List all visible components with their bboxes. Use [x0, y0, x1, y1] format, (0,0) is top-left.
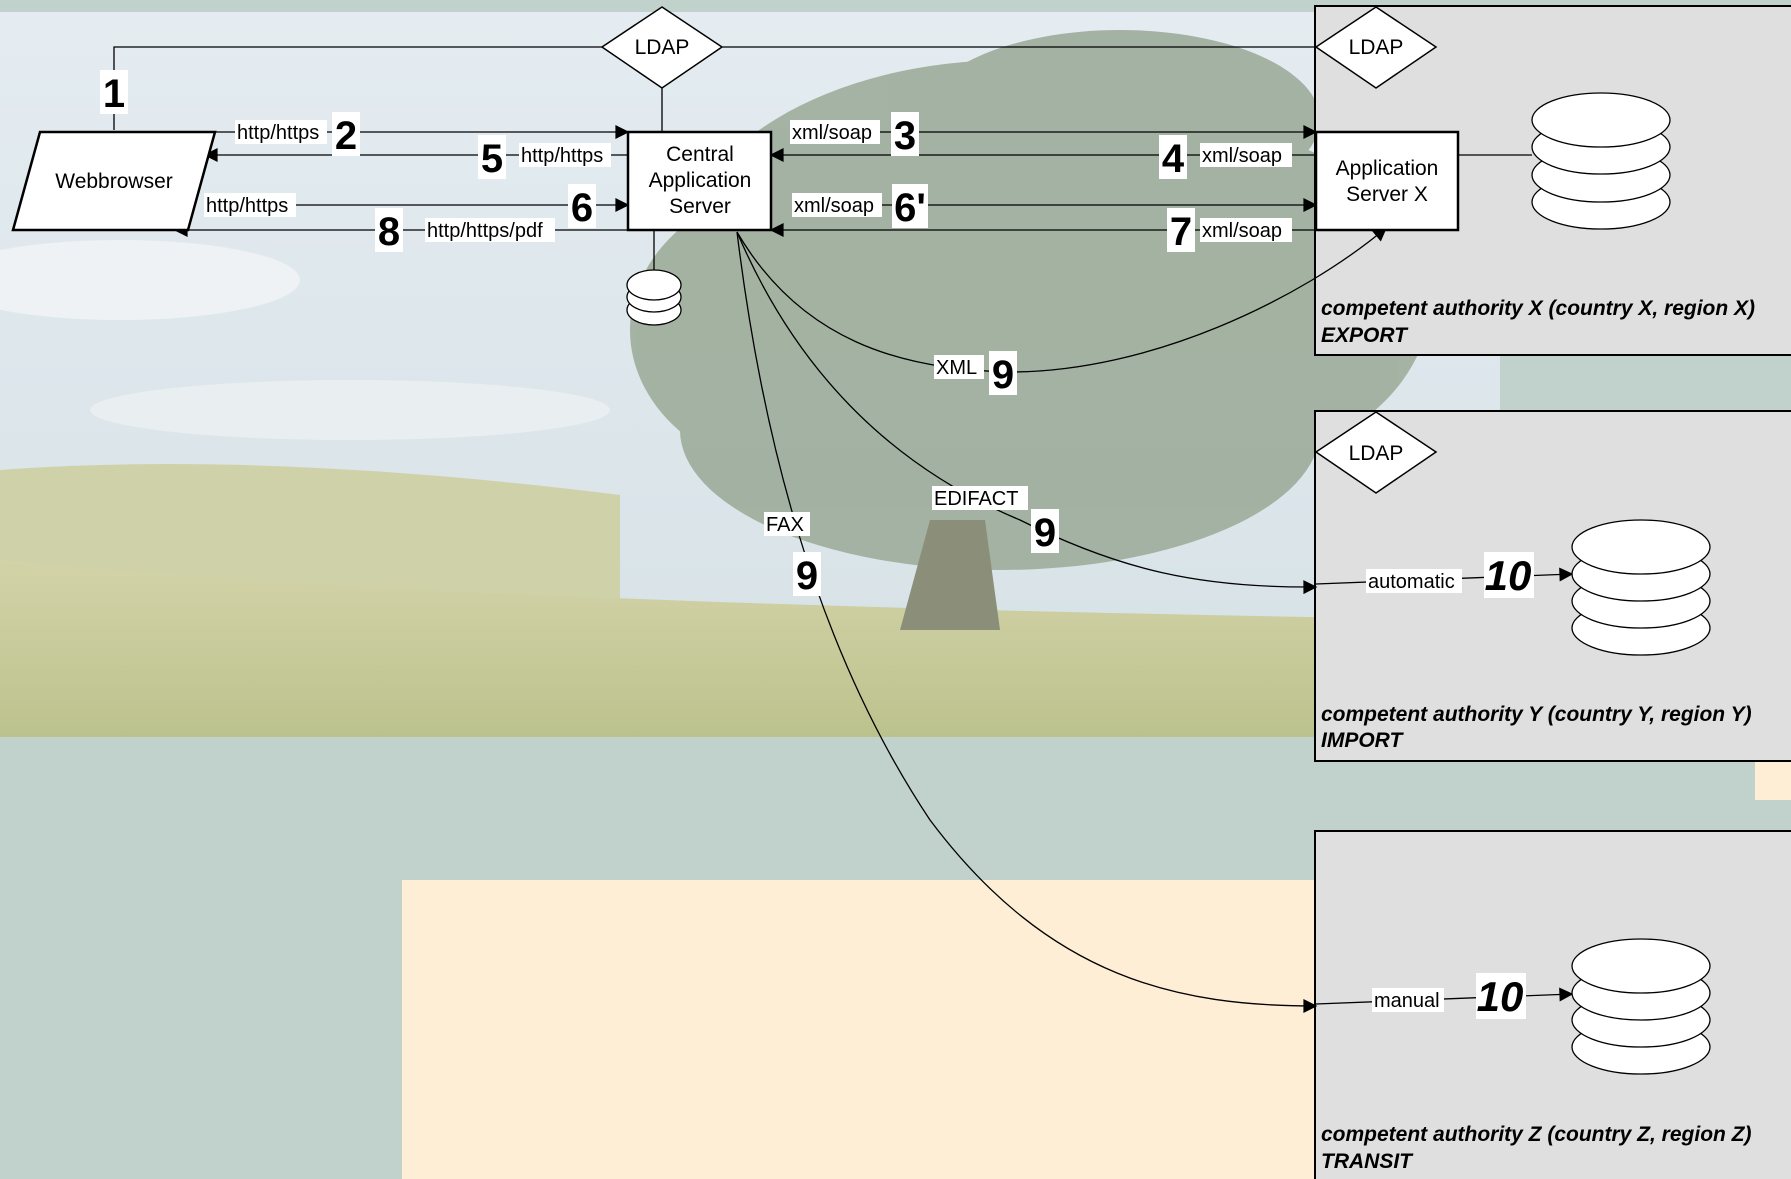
step-numbers: 1 2 5 6 8 3 4 6' 7 9 9 9 10 10 — [100, 70, 1534, 1020]
step-9-fax: 9 — [796, 554, 818, 598]
landscape-photo — [0, 12, 1500, 737]
label-automatic: automatic — [1368, 571, 1455, 593]
label-xml-9: XML — [936, 357, 977, 379]
arrow-9-fax — [736, 231, 1318, 1013]
protocol-labels: http/https http/https http/https http/ht… — [204, 120, 1462, 1012]
authority-y-title: competent authority Y (country Y, region… — [1321, 703, 1752, 726]
authority-x-title: competent authority X (country X, region… — [1321, 297, 1755, 320]
central-database-icon — [626, 269, 682, 326]
step-4: 4 — [1162, 137, 1185, 181]
step-9-edifact: 9 — [1034, 511, 1056, 555]
arrow-9-edifact — [736, 231, 1318, 595]
label-edifact-9: EDIFACT — [934, 488, 1018, 510]
database-y-icon — [1571, 519, 1711, 656]
application-server-x: Application Server X — [1314, 130, 1460, 232]
label-http-https-2: http/https — [237, 122, 319, 144]
label-http-https-pdf-8: http/https/pdf — [427, 220, 543, 242]
label-xml-soap-3: xml/soap — [792, 122, 872, 144]
step-9-xml: 9 — [992, 353, 1014, 397]
authority-z-role: TRANSIT — [1321, 1150, 1414, 1173]
label-xml-soap-4: xml/soap — [1202, 145, 1282, 167]
webbrowser-node: Webbrowser — [11, 130, 217, 232]
ldap-label: LDAP — [635, 36, 690, 59]
step-10-manual: 10 — [1477, 973, 1524, 1020]
step-7: 7 — [1170, 210, 1192, 254]
ldap-diamond-central: LDAP — [600, 6, 724, 89]
label-xml-soap-7: xml/soap — [1202, 220, 1282, 242]
step-6: 6 — [571, 186, 593, 230]
authority-z-title: competent authority Z (country Z, region… — [1321, 1123, 1752, 1146]
app-server-x-label-2: Server X — [1346, 183, 1428, 206]
step-3: 3 — [894, 114, 916, 158]
webbrowser-label: Webbrowser — [55, 170, 173, 193]
step-2: 2 — [335, 114, 357, 158]
step-6prime: 6' — [894, 186, 926, 230]
authority-x-role: EXPORT — [1321, 324, 1409, 347]
label-http-https-6: http/https — [206, 195, 288, 217]
tree-trunk — [900, 520, 1000, 630]
label-manual: manual — [1374, 990, 1440, 1012]
authority-y-role: IMPORT — [1321, 729, 1404, 752]
label-fax-9: FAX — [766, 514, 804, 536]
central-server-label-1: Central — [666, 143, 734, 166]
label-xml-soap-6prime: xml/soap — [794, 195, 874, 217]
ldap-diamond-x: LDAP — [1314, 6, 1438, 89]
tree — [630, 30, 1430, 570]
ldap-label: LDAP — [1349, 36, 1404, 59]
central-application-server: Central Application Server — [626, 130, 773, 232]
step-1: 1 — [103, 72, 125, 116]
database-z-icon — [1571, 938, 1711, 1075]
central-server-label-3: Server — [669, 195, 731, 218]
central-server-label-2: Application — [649, 169, 752, 192]
step-5: 5 — [481, 137, 503, 181]
database-x-icon — [1531, 92, 1671, 230]
label-http-https-5: http/https — [521, 145, 603, 167]
ldap-diamond-y: LDAP — [1314, 411, 1438, 494]
step-10-automatic: 10 — [1485, 552, 1532, 599]
step-8: 8 — [378, 210, 400, 254]
ldap-label: LDAP — [1349, 442, 1404, 465]
app-server-x-label-1: Application — [1336, 157, 1439, 180]
